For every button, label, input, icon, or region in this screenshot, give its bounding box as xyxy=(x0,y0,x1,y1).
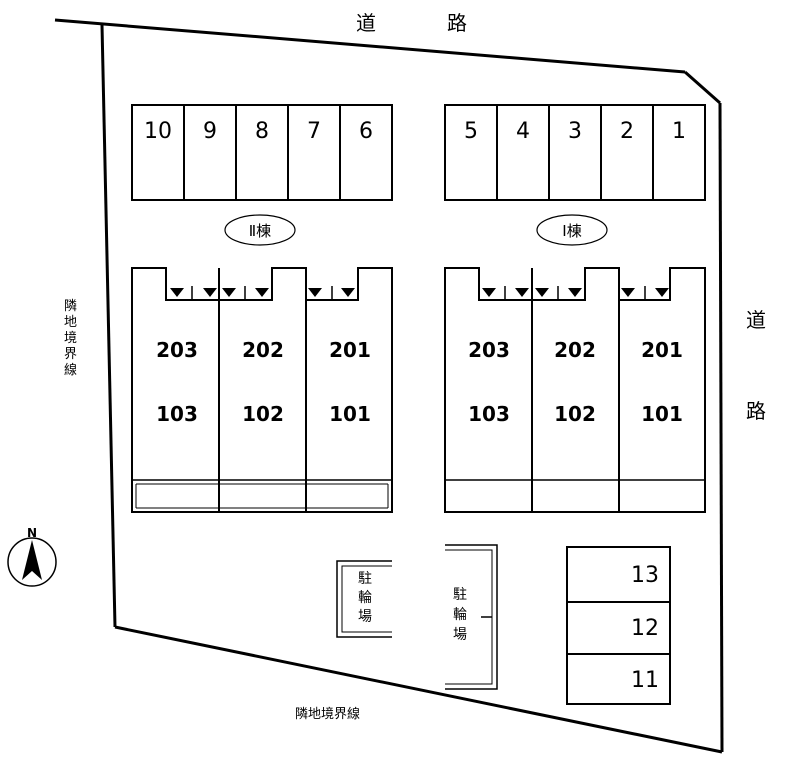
svg-text:路: 路 xyxy=(447,11,467,35)
svg-text:駐: 駐 xyxy=(453,587,467,603)
parking-space: 5 xyxy=(464,119,478,144)
svg-text:地: 地 xyxy=(64,315,77,330)
parking-space: 11 xyxy=(631,668,659,693)
parking-space: 2 xyxy=(620,119,634,144)
parking-space: 4 xyxy=(516,119,530,144)
svg-text:道: 道 xyxy=(356,11,376,35)
boundary-bottom-label: 隣地境界線 xyxy=(295,706,360,722)
unit-number: 203 xyxy=(156,338,198,362)
svg-text:N: N xyxy=(27,526,37,540)
parking-space: 9 xyxy=(203,119,217,144)
svg-text:道: 道 xyxy=(746,308,766,332)
boundary-left-label: 隣 地 境 界 線 xyxy=(64,298,77,378)
unit-number: 201 xyxy=(329,338,371,362)
bike-parking-small: 駐 輪 場 xyxy=(336,560,392,638)
parking-space: 8 xyxy=(255,119,269,144)
parking-space: 10 xyxy=(144,119,172,144)
parking-space: 1 xyxy=(672,119,686,144)
svg-text:境: 境 xyxy=(64,331,77,346)
svg-text:線: 線 xyxy=(64,362,77,378)
entrance-markers xyxy=(482,286,669,299)
svg-text:駐: 駐 xyxy=(358,571,372,587)
unit-number: 202 xyxy=(242,338,284,362)
parking-space: 6 xyxy=(359,119,373,144)
svg-text:Ⅱ棟: Ⅱ棟 xyxy=(249,222,271,240)
parking-row-building-1: 5 4 3 2 1 xyxy=(444,104,706,201)
unit-number: 101 xyxy=(641,402,683,426)
unit-number: 201 xyxy=(641,338,683,362)
svg-text:路: 路 xyxy=(746,399,766,423)
unit-number: 102 xyxy=(554,402,596,426)
parking-space: 12 xyxy=(631,616,659,641)
unit-number: 103 xyxy=(468,402,510,426)
unit-number: 102 xyxy=(242,402,284,426)
svg-text:隣: 隣 xyxy=(64,298,77,314)
parking-space: 7 xyxy=(307,119,321,144)
building-2: 203 202 201 103 102 101 xyxy=(131,267,393,513)
parking-space: 13 xyxy=(631,563,659,588)
unit-number: 202 xyxy=(554,338,596,362)
unit-number: 203 xyxy=(468,338,510,362)
svg-text:輪: 輪 xyxy=(453,606,467,623)
entrance-markers xyxy=(170,286,355,299)
parking-space: 3 xyxy=(568,119,582,144)
svg-text:界: 界 xyxy=(64,347,77,362)
road-top-label: 道 路 xyxy=(356,11,467,35)
road-right-label: 道 路 xyxy=(746,308,766,423)
unit-number: 103 xyxy=(156,402,198,426)
svg-text:場: 場 xyxy=(453,627,467,643)
building-1-label: Ⅰ棟 xyxy=(536,214,608,246)
compass-north-icon: N xyxy=(7,526,57,587)
building-2-label: Ⅱ棟 xyxy=(224,214,296,246)
svg-text:輪: 輪 xyxy=(358,589,372,606)
site-boundary xyxy=(54,18,724,754)
svg-text:場: 場 xyxy=(358,609,372,625)
svg-text:Ⅰ棟: Ⅰ棟 xyxy=(562,222,581,240)
parking-row-building-2: 10 9 8 7 6 xyxy=(131,104,393,201)
building-1: 203 202 201 103 102 101 xyxy=(444,267,706,513)
parking-side: 13 12 11 xyxy=(566,546,671,705)
bike-parking-large: 駐 輪 場 xyxy=(445,544,498,690)
unit-number: 101 xyxy=(329,402,371,426)
